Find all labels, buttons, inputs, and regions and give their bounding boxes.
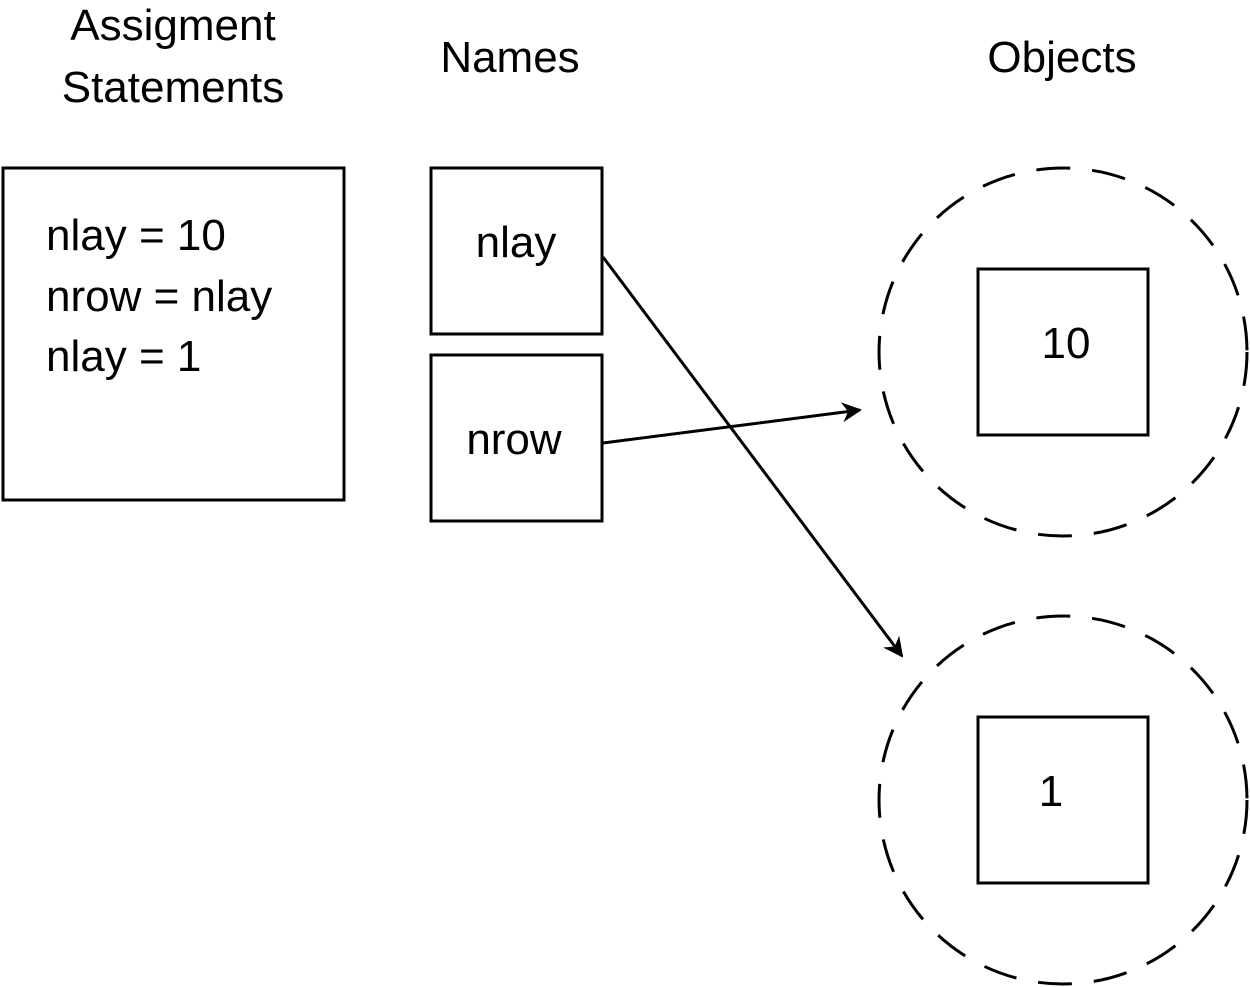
names-header: Names [440,33,579,82]
assignment-statements-header: Assigment Statements [62,1,285,112]
objects-header: Objects [987,33,1136,82]
object-value-box [976,267,1150,437]
object-1: 1 [877,614,1249,986]
statement-line: nlay = 1 [46,332,201,381]
name-box-nrow: nrow [429,353,604,523]
assignment-header-line1: Assigment [70,1,275,50]
object-boundary [877,166,1249,538]
name-box-nlay: nlay [429,166,604,336]
object-value: 10 [1042,319,1091,368]
object-value: 1 [1039,767,1063,816]
statement-line: nrow = nlay [46,272,272,321]
name-box-frame [429,166,604,336]
statements-frame [1,166,346,502]
arrow-nlay-to-1 [601,256,904,658]
arrow-nrow-to-10 [602,402,862,445]
object-value-box [976,715,1150,885]
name-label: nrow [466,415,562,464]
name-label: nlay [476,218,557,267]
assignment-statements-box: nlay = 10 nrow = nlay nlay = 1 [1,166,346,502]
object-10: 10 [877,166,1249,538]
name-box-frame [429,353,604,523]
assignment-header-line2: Statements [62,63,285,112]
statement-line: nlay = 10 [46,211,226,260]
object-boundary [877,614,1249,986]
